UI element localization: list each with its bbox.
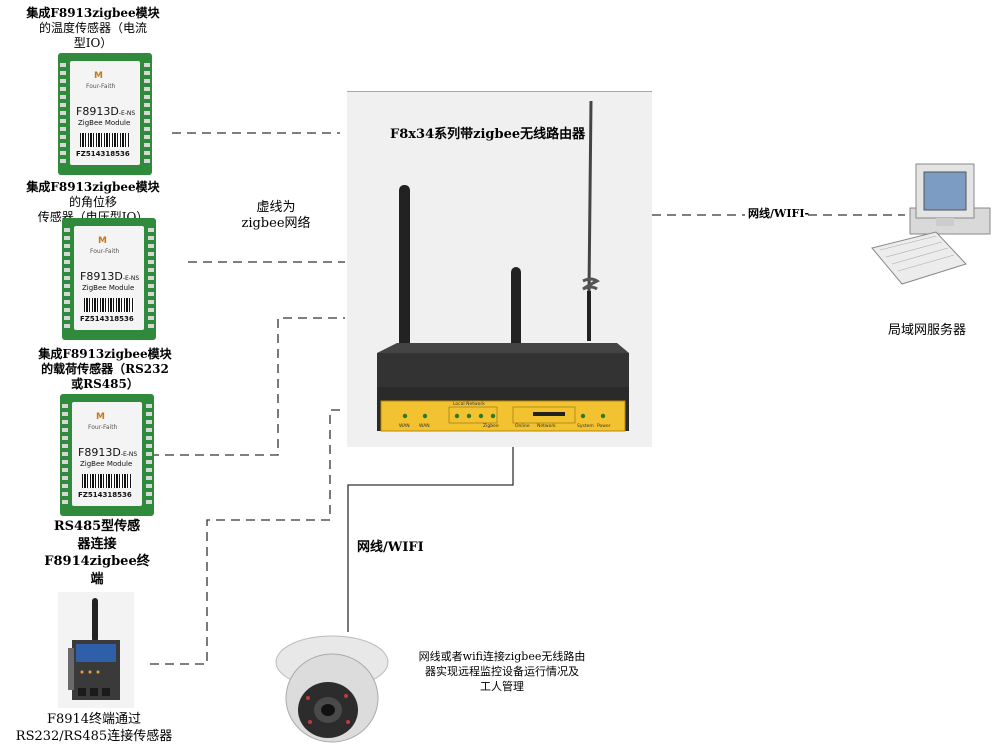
caption-line: 的温度传感器（电流 [38,21,147,35]
module-model-number: F8913D [78,446,121,459]
server-computer-icon [871,163,991,285]
module-model-suffix: -E-NS [122,275,140,282]
module-brand: Four-Faith [86,83,116,90]
caption-line: 工人管理 [480,679,524,693]
f8914-terminal [58,592,134,708]
caption-line: F8914终端通过 [46,712,142,727]
router-port-label: Power [597,423,611,429]
caption-line: 器实现远程监控设备运行情况及 [425,664,579,678]
dome-camera-icon [275,635,389,743]
server-link-label: 网线/WIFI- [748,207,810,220]
note-line: 虚线为 [256,200,296,215]
barcode-icon [82,474,132,488]
terminal-antenna [92,598,98,642]
caption-line: RS232/RS485连接传感器 [15,728,173,744]
zigbee-module-3: M Four-Faith F8913D-E-NS ZigBee Module F… [60,394,154,516]
module-subtitle: ZigBee Module [80,460,133,468]
module-model-suffix: -E-NS [120,451,138,458]
module2-caption: 集成F8913zigbee模块 的角位移 传感器（电压型IO） [18,180,168,225]
caption-line: 集成F8913zigbee模块 [26,180,160,194]
module-brand: Four-Faith [90,248,120,255]
module-serial: FZ514318536 [76,150,130,158]
antenna-left [399,185,410,365]
link-router-camera [347,446,514,632]
caption-line: 集成F8913zigbee模块 [26,6,160,20]
router-port-label: WAN [419,423,430,429]
antenna-middle [511,267,521,367]
module-serial: FZ514318536 [80,315,134,323]
router-port-label: Online [515,423,530,429]
camera-link-label: 网线/WIFI [357,540,424,555]
server-caption: 局域网服务器 [888,323,967,338]
router-port-label: System [577,423,594,429]
router-port-label: WAN [399,423,410,429]
caption-line: 的角位移 [68,195,117,209]
camera-caption: 网线或者wifi连接zigbee无线路由 器实现远程监控设备运行情况及 工人管理 [402,650,602,695]
terminal-caption: F8914终端通过 RS232/RS485连接传感器 [0,712,188,746]
caption-line: F8914zigbee终 [44,554,150,570]
fourfaith-logo-icon: M [94,71,103,81]
caption-line: 集成F8913zigbee模块 [38,347,172,361]
zigbee-module-2: M Four-Faith F8913D-E-NS ZigBee Module F… [62,218,156,340]
caption-line: 网线或者wifi连接zigbee无线路由 [418,650,586,663]
link-module3-router [150,317,345,456]
module-model: F8913D-E-NS [78,446,137,459]
caption-line: 的载荷传感器（RS232 [41,362,169,376]
module-model: F8913D-E-NS [80,270,139,283]
module3-caption: 集成F8913zigbee模块 的载荷传感器（RS232 或RS485） [30,347,180,392]
caption-line: 型IO） [73,36,113,50]
rs485-caption: RS485型传感 器连接 F8914zigbee终 端 [32,518,162,588]
module1-caption: 集成F8913zigbee模块 的温度传感器（电流 型IO） [18,6,168,51]
module-model: F8913D-E-NS [76,105,135,118]
module-serial: FZ514318536 [78,491,132,499]
module-subtitle: ZigBee Module [82,284,135,292]
barcode-icon [84,298,134,312]
router-device: Local Network Zigbee Online Network Syst… [377,100,629,432]
module-subtitle: ZigBee Module [78,119,131,127]
router-port-label: Network [537,423,556,429]
module-brand: Four-Faith [88,424,118,431]
caption-line: 或RS485） [71,377,139,391]
note-line: zigbee网络 [241,216,311,232]
fourfaith-logo-icon: M [96,412,105,422]
link-terminal-router [150,409,345,665]
module-model-suffix: -E-NS [118,110,136,117]
router-title: F8x34系列带zigbee无线路由器 [390,127,586,142]
zigbee-module-1: M Four-Faith F8913D-E-NS ZigBee Module F… [58,53,152,175]
dashed-line-note: 虚线为 zigbee网络 [226,200,326,233]
router-port-label: Zigbee [483,423,499,429]
caption-line: 端 [90,571,104,587]
caption-line: RS485型传感 [53,519,141,534]
fourfaith-logo-icon: M [98,236,107,246]
module-model-number: F8913D [76,105,119,118]
barcode-icon [80,133,130,147]
router-port-label: Local Network [453,401,485,407]
caption-line: 器连接 [77,536,117,552]
module-model-number: F8913D [80,270,123,283]
